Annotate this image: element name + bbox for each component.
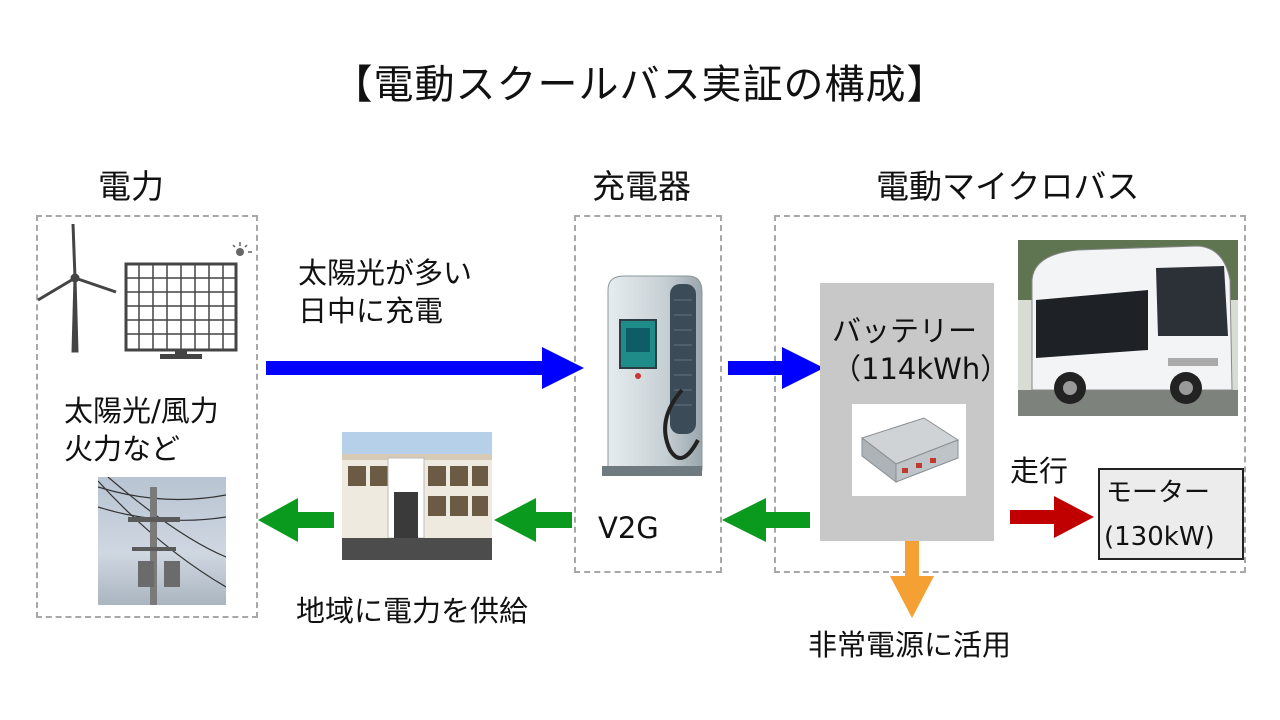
emergency-label: 非常電源に活用 (808, 628, 1012, 662)
bus-group-box (774, 215, 1246, 573)
section-label-bus: 電動マイクロバス (876, 167, 1140, 206)
page-title: 【電動スクールバス実証の構成】 (332, 62, 948, 108)
power-group-box (36, 215, 258, 618)
red-arrow-drive (1010, 496, 1094, 538)
power-sources-line2: 火力など (64, 432, 181, 466)
orange-arrow-emergency (890, 540, 934, 618)
section-label-power: 電力 (98, 167, 164, 206)
charge-flow-line2: 日中に充電 (298, 294, 444, 328)
school-building-photo (342, 432, 492, 560)
micro-bus-photo (1018, 240, 1238, 416)
v2g-label: V2G (598, 511, 659, 545)
battery-pack-photo (852, 404, 966, 496)
supply-label: 地域に電力を供給 (296, 594, 529, 628)
battery-capacity: （114kWh） (832, 352, 1010, 386)
motor-power: (130kW) (1104, 522, 1215, 552)
charge-flow-line1: 太陽光が多い (298, 256, 473, 290)
motor-box (1098, 468, 1244, 560)
drive-label: 走行 (1010, 454, 1069, 488)
green-arrow-from-battery (722, 498, 810, 542)
blue-arrow-charge (266, 347, 584, 389)
ev-charger-icon (602, 275, 703, 476)
power-pole-photo (98, 477, 226, 605)
section-label-charger: 充電器 (592, 167, 691, 206)
battery-label: バッテリー (832, 314, 978, 348)
motor-label: モーター (1106, 478, 1211, 508)
blue-arrow-to-battery (728, 347, 824, 389)
green-arrow-to-grid (258, 498, 334, 542)
power-sources-line1: 太陽光/風力 (64, 394, 219, 428)
green-arrow-to-building (494, 498, 572, 542)
wind-solar-icon (37, 223, 252, 359)
charger-group-box (574, 215, 722, 573)
